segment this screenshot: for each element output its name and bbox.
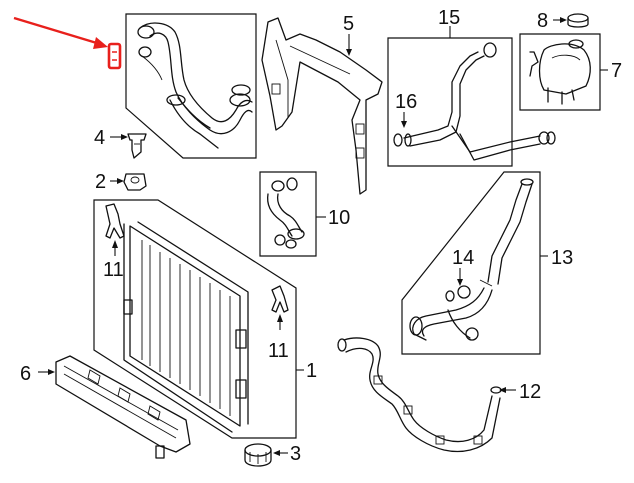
callout-4: 4 bbox=[94, 127, 105, 149]
highlight-pointer bbox=[13, 16, 108, 49]
part-13-hose-assembly[interactable] bbox=[401, 171, 541, 355]
part-12-long-hose[interactable] bbox=[337, 337, 502, 453]
part-2-grommet[interactable] bbox=[123, 173, 147, 191]
callout-8: 8 bbox=[537, 10, 548, 32]
callout-13: 13 bbox=[551, 247, 573, 269]
callout-2: 2 bbox=[95, 171, 106, 193]
part-3-cap[interactable] bbox=[244, 443, 272, 467]
part-5-support-bracket[interactable] bbox=[261, 17, 383, 195]
part-8-reservoir-cap[interactable] bbox=[567, 13, 589, 28]
callout-16: 16 bbox=[395, 91, 417, 113]
callout-12: 12 bbox=[519, 381, 541, 403]
part-7-expansion-tank[interactable] bbox=[519, 33, 601, 111]
callout-7: 7 bbox=[611, 60, 622, 82]
part-10-hose-group[interactable] bbox=[259, 171, 317, 257]
part-6-air-guide[interactable] bbox=[55, 355, 191, 459]
callout-3: 3 bbox=[290, 443, 301, 465]
callout-1: 1 bbox=[306, 360, 317, 382]
part-11-bracket-right[interactable] bbox=[271, 285, 289, 313]
radiator[interactable] bbox=[93, 199, 297, 439]
callout-14: 14 bbox=[452, 247, 474, 269]
upper-hose-group[interactable] bbox=[125, 13, 257, 159]
highlighted-clip[interactable] bbox=[107, 42, 122, 70]
part-11-bracket-left[interactable] bbox=[105, 203, 125, 239]
callout-11a: 11 bbox=[103, 259, 124, 281]
part-15-coolant-line-group[interactable] bbox=[387, 37, 556, 167]
callout-10: 10 bbox=[328, 207, 350, 229]
callout-6: 6 bbox=[20, 363, 31, 385]
callout-5: 5 bbox=[343, 13, 354, 35]
callout-11b: 11 bbox=[268, 340, 289, 362]
part-4-fastener[interactable] bbox=[127, 133, 147, 159]
callout-15: 15 bbox=[438, 7, 460, 29]
